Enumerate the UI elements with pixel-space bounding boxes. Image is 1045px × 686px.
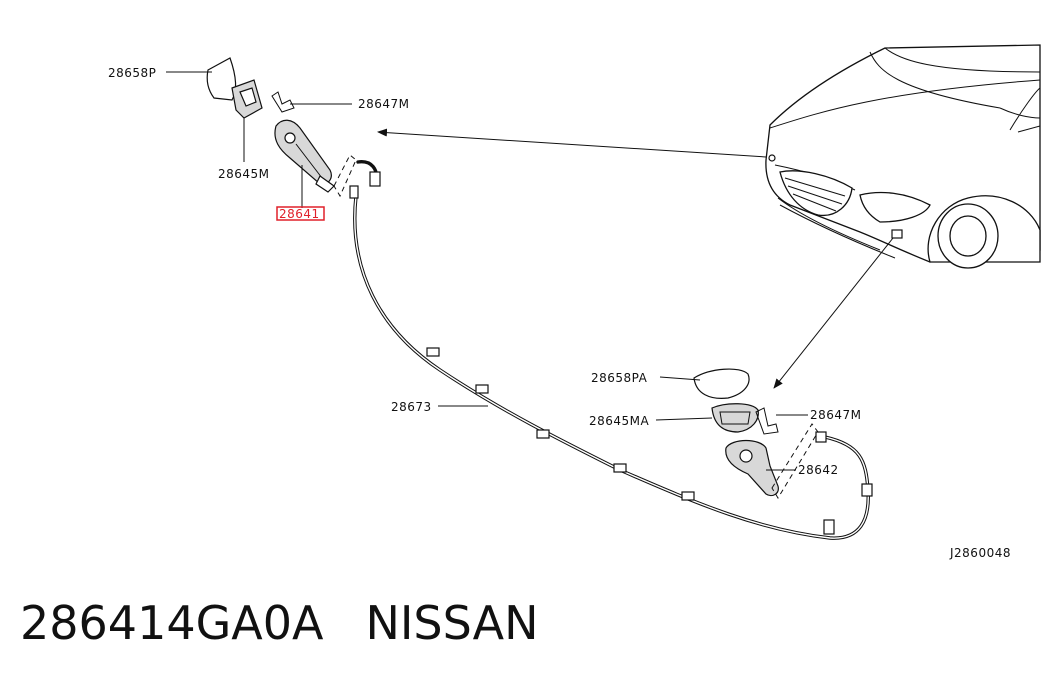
nozzle-28642 (725, 439, 779, 497)
hose-28673 (349, 160, 873, 540)
bottom-washer-assembly (693, 368, 819, 499)
bracket-28645MA (711, 403, 759, 433)
label-28658P: 28658P (108, 66, 156, 80)
pointer-arrow-top (377, 128, 767, 158)
clip-28647M-bottom (755, 407, 779, 435)
pointer-arrow-bottom (773, 237, 894, 389)
label-28658PA: 28658PA (591, 371, 648, 385)
nozzle-28641 (274, 119, 332, 185)
label-28647M-bottom: 28647M (810, 408, 862, 422)
headlamp-washer-diagram: 28658P 28647M 28645M 28641 28658PA 28673… (108, 44, 1041, 560)
highlight-box-28641 (276, 206, 325, 221)
part-caption: 286414GA0A NISSAN (20, 596, 539, 650)
label-28641: 28641 (279, 207, 320, 221)
part-number: 286414GA0A (20, 596, 324, 650)
label-28642: 28642 (798, 463, 839, 477)
brand-name: NISSAN (365, 596, 539, 650)
label-28647M-top: 28647M (358, 97, 410, 111)
label-28673: 28673 (391, 400, 432, 414)
clip-28647M-top (271, 91, 295, 113)
label-28645MA: 28645MA (589, 414, 650, 428)
label-28645M: 28645M (218, 167, 270, 181)
car-front-illustration (765, 44, 1041, 269)
diagram-reference-code: J2860048 (949, 546, 1011, 560)
cap-28658PA (693, 368, 750, 399)
leader-lines (166, 71, 808, 471)
top-washer-assembly (206, 57, 357, 208)
cap-28658P (206, 57, 237, 101)
